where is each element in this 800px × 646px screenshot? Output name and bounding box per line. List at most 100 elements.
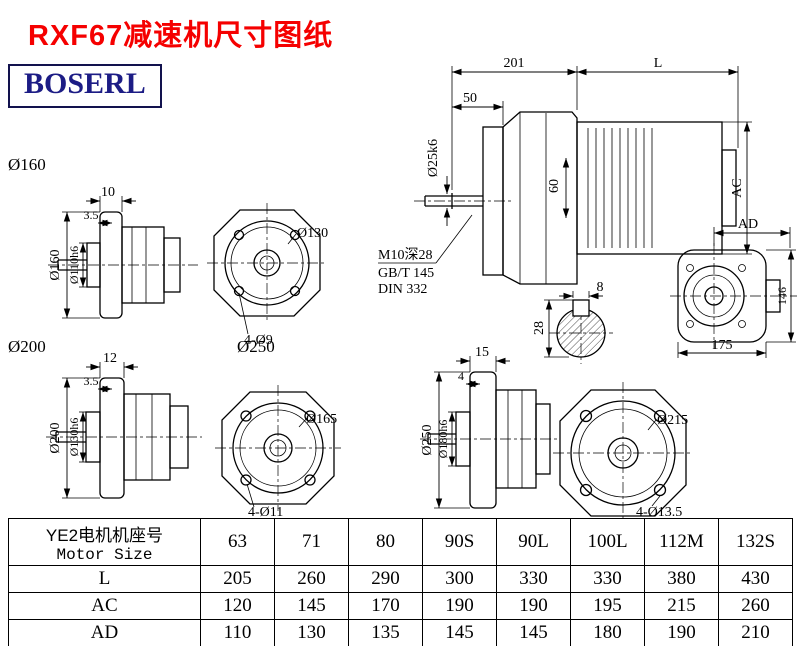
table-cell: 145 (422, 619, 497, 646)
table-cell: 260 (274, 565, 349, 593)
flange200-front-view: Ø165 4-Ø11 (215, 385, 341, 520)
dim-flange200-bolt-circle: Ø165 (306, 412, 337, 427)
dim-flange160-holes: 4-Ø9 (244, 333, 273, 348)
motor-size-header-en: Motor Size (56, 545, 153, 564)
table-cell: 290 (348, 565, 423, 593)
dim-50: 50 (463, 91, 477, 106)
flange200-side-view: 12 3.5 Ø200 Ø130h6 (46, 351, 202, 499)
note-gb-standard: GB/T 145 (378, 266, 434, 281)
bolt-hole (289, 229, 301, 241)
table-header-row: YE2电机机座号 Motor Size 63 71 80 90S 90L 100… (8, 518, 793, 566)
table-cell: 110 (200, 619, 275, 646)
dim-flange250-step: 4 (458, 369, 464, 383)
flange250-section-label: Ø250 (237, 337, 275, 356)
bolt-hole (653, 409, 667, 423)
dim-flange160-spigot: Ø110h6 (67, 246, 81, 284)
flange250-side-view: 15 4 Ø250 Ø180h6 (420, 345, 558, 509)
bolt-hole (686, 264, 694, 272)
page-title: RXF67减速机尺寸图纸 (28, 20, 334, 52)
dim-flange200-spigot: Ø130h6 (67, 418, 81, 457)
table-cell: 330 (570, 565, 645, 593)
bolt-hole (289, 285, 301, 297)
bolt-hole (233, 285, 245, 297)
col-header: 80 (348, 518, 423, 566)
bolt-hole (304, 410, 316, 422)
dim-flange250-bolt-circle: Ø215 (657, 413, 688, 428)
dim-flange250-od: Ø250 (420, 424, 435, 455)
flange250-front-view: Ø215 4-Ø13.5 (553, 382, 693, 524)
ad-rear-view: AD 146 175 (670, 217, 797, 358)
bolt-hole (240, 410, 252, 422)
table-cell: 190 (644, 619, 719, 646)
dim-motor-length-L: L (654, 56, 663, 71)
dim-flange160-od: Ø160 (48, 249, 63, 280)
flange160-side-view: 10 3.5 Ø160 Ø110h6 (48, 185, 198, 319)
table-cell: 135 (348, 619, 423, 646)
dim-201: 201 (504, 56, 525, 71)
flange160-front-view: Ø130 4-Ø9 (207, 203, 328, 348)
main-assembly-view: 201 L 50 Ø25k6 60 AC (414, 56, 752, 285)
dim-flange250-spigot: Ø180h6 (436, 420, 450, 459)
dim-flange250-thickness: 15 (475, 345, 489, 360)
key-profile (572, 299, 590, 317)
boserl-logo: BOSERL (8, 64, 162, 108)
bolt-hole (579, 409, 593, 423)
dim-flange160-bolt-circle: Ø130 (297, 226, 328, 241)
row-label-AD: AD (8, 619, 201, 646)
dim-flange160-thickness: 10 (101, 185, 115, 200)
technical-drawing: Ø160 Ø200 Ø250 201 L 50 Ø25k (8, 56, 797, 524)
row-label-AC: AC (8, 592, 201, 620)
flange200-section-label: Ø200 (8, 337, 46, 356)
dim-flange250-holes: 4-Ø13.5 (636, 505, 682, 520)
dim-flange200-thickness: 12 (103, 351, 117, 366)
shaft-key-section: 8 28 (532, 280, 613, 364)
dim-flange200-step: 3.5 (84, 374, 99, 388)
row-label-L: L (8, 565, 201, 593)
bolt-hole (233, 229, 245, 241)
col-header: 63 (200, 518, 275, 566)
dim-AC: AC (730, 178, 745, 197)
table-cell: 170 (348, 592, 423, 620)
table-cell: 190 (422, 592, 497, 620)
motor-dimension-table: YE2电机机座号 Motor Size 63 71 80 90S 90L 100… (8, 518, 793, 646)
note-thread: M10深28 (378, 247, 432, 263)
bolt-hole (304, 474, 316, 486)
table-cell: 380 (644, 565, 719, 593)
table-cell: 130 (274, 619, 349, 646)
note-din-standard: DIN 332 (378, 282, 427, 297)
dim-flange160-step: 3.5 (84, 208, 99, 222)
dim-key-width-8: 8 (597, 280, 604, 295)
table-cell: 190 (496, 592, 571, 620)
table-cell: 205 (200, 565, 275, 593)
table-cell: 330 (496, 565, 571, 593)
dim-146: 146 (775, 287, 789, 305)
table-cell: 430 (718, 565, 793, 593)
table-cell: 145 (496, 619, 571, 646)
table-cell: 195 (570, 592, 645, 620)
table-cell: 180 (570, 619, 645, 646)
motor-size-header: YE2电机机座号 Motor Size (8, 518, 201, 566)
bolt-hole (240, 474, 252, 486)
flange160-section-label: Ø160 (8, 155, 46, 174)
bolt-hole (579, 483, 593, 497)
table-cell: 210 (718, 619, 793, 646)
col-header: 132S (718, 518, 793, 566)
bolt-hole (653, 483, 667, 497)
motor-size-header-cn: YE2电机机座号 (45, 525, 164, 545)
col-header: 90L (496, 518, 571, 566)
table-row-L: L 205 260 290 300 330 330 380 430 (8, 565, 793, 593)
col-header: 112M (644, 518, 719, 566)
col-header: 71 (274, 518, 349, 566)
thread-spec-notes: M10深28 GB/T 145 DIN 332 (378, 214, 473, 297)
bolt-hole (738, 264, 746, 272)
dim-175: 175 (712, 338, 733, 353)
col-header: 100L (570, 518, 645, 566)
table-row-AC: AC 120 145 170 190 190 195 215 260 (8, 592, 793, 620)
bolt-hole (738, 320, 746, 328)
dim-shaft-diameter: Ø25k6 (426, 139, 441, 177)
motor-fins (587, 128, 653, 248)
table-cell: 120 (200, 592, 275, 620)
dim-AD: AD (738, 217, 758, 232)
bolt-hole (686, 320, 694, 328)
